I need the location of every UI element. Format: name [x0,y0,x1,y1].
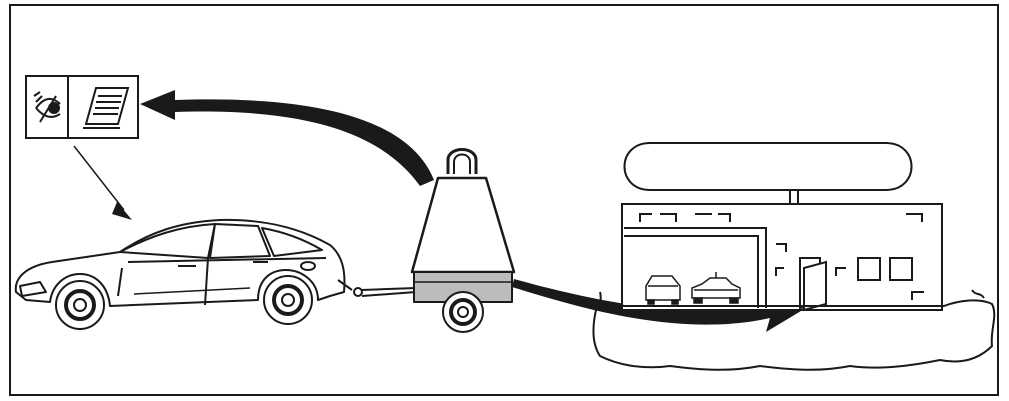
pictogram-box [25,75,139,139]
trailer-to-dealership-arrow [512,279,806,332]
ground [592,299,996,371]
showroom-sports-car [691,272,741,304]
weight [410,176,516,274]
diagram-frame [9,4,999,396]
weight-to-pictogram-arrow [140,90,434,186]
owners-manual-book-icon [83,87,130,129]
dealership-illustration [592,142,996,371]
see-manual-eye-icon [33,91,61,123]
showroom-car [645,275,681,305]
trailer-illustration [410,148,516,333]
pictogram-to-car-arrowhead [112,202,132,220]
dealership-window [857,257,881,281]
car-illustration [14,218,363,330]
tow-bar [361,287,417,297]
pictogram-to-car-arrow [73,145,125,211]
dealership-window [889,257,913,281]
dealership-sign [623,142,913,191]
